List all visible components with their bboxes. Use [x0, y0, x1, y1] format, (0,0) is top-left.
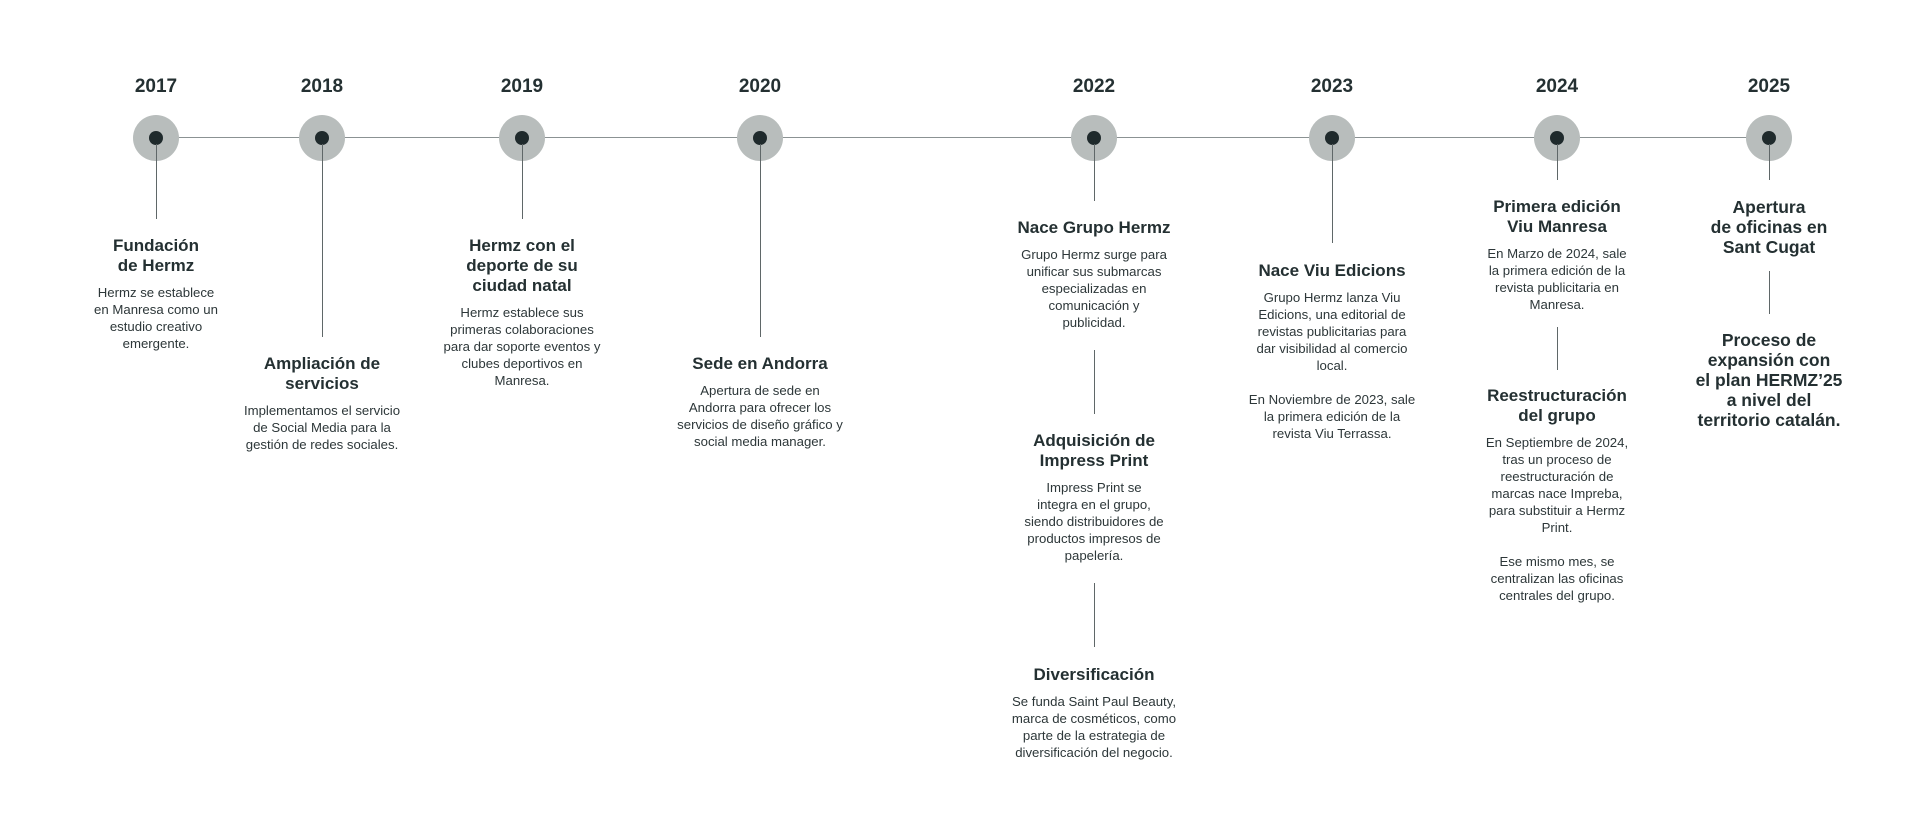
connector-2024 — [1556, 144, 1558, 180]
event-impress-print: Adquisición de Impress Print Impress Pri… — [999, 431, 1189, 564]
connector-2020 — [759, 144, 761, 337]
event-viu-edicions: Nace Viu Edicions Grupo Hermz lanza Viu … — [1237, 261, 1427, 442]
connector-2025 — [1768, 144, 1770, 180]
connector-2025-expansion — [1768, 271, 1770, 314]
marker-dot — [1762, 131, 1776, 145]
event-title: Apertura de oficinas en Sant Cugat — [1710, 197, 1828, 257]
event-title: Fundación de Hermz — [113, 236, 199, 275]
event-title: Hermz con el deporte de su ciudad natal — [466, 236, 578, 295]
event-andorra: Sede en Andorra Apertura de sede en Ando… — [665, 354, 855, 450]
event-viu-manresa: Primera edición Viu Manresa En Marzo de … — [1475, 197, 1639, 313]
event-title: Nace Viu Edicions — [1258, 261, 1406, 280]
event-description-extra: Ese mismo mes, se centralizan las oficin… — [1490, 554, 1624, 603]
event-description: Se funda Saint Paul Beauty, marca de cos… — [1011, 694, 1177, 760]
event-grupo-hermz: Nace Grupo Hermz Grupo Hermz surge para … — [999, 218, 1189, 331]
connector-2017 — [155, 144, 157, 219]
event-title: Sede en Andorra — [692, 354, 828, 373]
event-description: Hermz se establece en Manresa como un es… — [94, 285, 218, 351]
event-title: Reestructuración del grupo — [1487, 386, 1627, 425]
year-2020: 2020 — [738, 76, 782, 97]
event-title: Diversificación — [1033, 665, 1155, 684]
connector-2022-impress — [1093, 350, 1095, 414]
event-description: Hermz establece sus primeras colaboracio… — [443, 305, 601, 388]
connector-2022 — [1093, 144, 1095, 201]
marker-dot — [753, 131, 767, 145]
year-2019: 2019 — [500, 76, 544, 97]
event-fundacion: Fundación de Hermz Hermz se establece en… — [74, 236, 238, 352]
event-deporte: Hermz con el deporte de su ciudad natal … — [427, 236, 617, 389]
year-2022: 2022 — [1072, 76, 1116, 97]
event-sant-cugat: Apertura de oficinas en Sant Cugat — [1687, 197, 1851, 257]
event-title: Nace Grupo Hermz — [1017, 218, 1171, 237]
connector-2024-reestructuracion — [1556, 327, 1558, 370]
marker-dot — [1325, 131, 1339, 145]
year-2025: 2025 — [1747, 76, 1791, 97]
marker-dot — [1087, 131, 1101, 145]
timeline-axis — [156, 137, 1768, 138]
year-2017: 2017 — [134, 76, 178, 97]
event-reestructuracion: Reestructuración del grupo En Septiembre… — [1475, 386, 1639, 604]
connector-2023 — [1331, 144, 1333, 243]
connector-2019 — [521, 144, 523, 219]
event-title: Proceso de expansión con el plan HERMZ’2… — [1695, 330, 1843, 430]
event-description: Implementamos el servicio de Social Medi… — [243, 403, 401, 452]
marker-dot — [149, 131, 163, 145]
event-diversificacion: Diversificación Se funda Saint Paul Beau… — [999, 665, 1189, 761]
event-description: En Marzo de 2024, sale la primera edició… — [1487, 246, 1627, 312]
event-title: Ampliación de servicios — [263, 354, 381, 393]
event-description: Grupo Hermz surge para unificar sus subm… — [1021, 247, 1167, 330]
event-description-extra: En Noviembre de 2023, sale la primera ed… — [1248, 392, 1416, 441]
marker-dot — [515, 131, 529, 145]
event-expansion: Proceso de expansión con el plan HERMZ’2… — [1687, 330, 1851, 430]
event-description: En Septiembre de 2024, tras un proceso d… — [1485, 435, 1629, 535]
year-2024: 2024 — [1535, 76, 1579, 97]
event-description: Apertura de sede en Andorra para ofrecer… — [677, 383, 843, 449]
event-description: Impress Print se integra en el grupo, si… — [1024, 480, 1164, 563]
year-2023: 2023 — [1310, 76, 1354, 97]
event-description: Grupo Hermz lanza Viu Edicions, una edit… — [1256, 290, 1408, 373]
event-ampliacion: Ampliación de servicios Implementamos el… — [227, 354, 417, 453]
event-title: Primera edición Viu Manresa — [1493, 197, 1621, 236]
event-title: Adquisición de Impress Print — [1033, 431, 1155, 470]
connector-2022-diversificacion — [1093, 583, 1095, 647]
year-2018: 2018 — [300, 76, 344, 97]
marker-dot — [315, 131, 329, 145]
connector-2018 — [321, 144, 323, 337]
marker-dot — [1550, 131, 1564, 145]
